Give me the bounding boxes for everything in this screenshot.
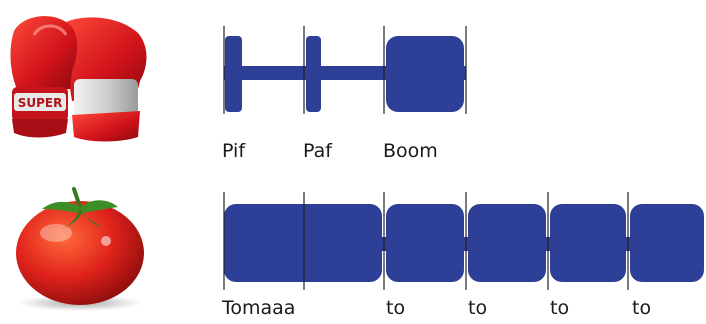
tomato-icon (16, 187, 144, 311)
beat-block (225, 36, 242, 112)
beat-block (306, 36, 321, 112)
boxing-gloves-icon: SUPER (10, 16, 147, 142)
beat-label: Pif (222, 140, 246, 162)
beat-block (386, 36, 464, 112)
glove-brand-text: SUPER (18, 96, 63, 110)
beat-label: Boom (383, 140, 438, 162)
beat-label: Paf (303, 140, 332, 162)
